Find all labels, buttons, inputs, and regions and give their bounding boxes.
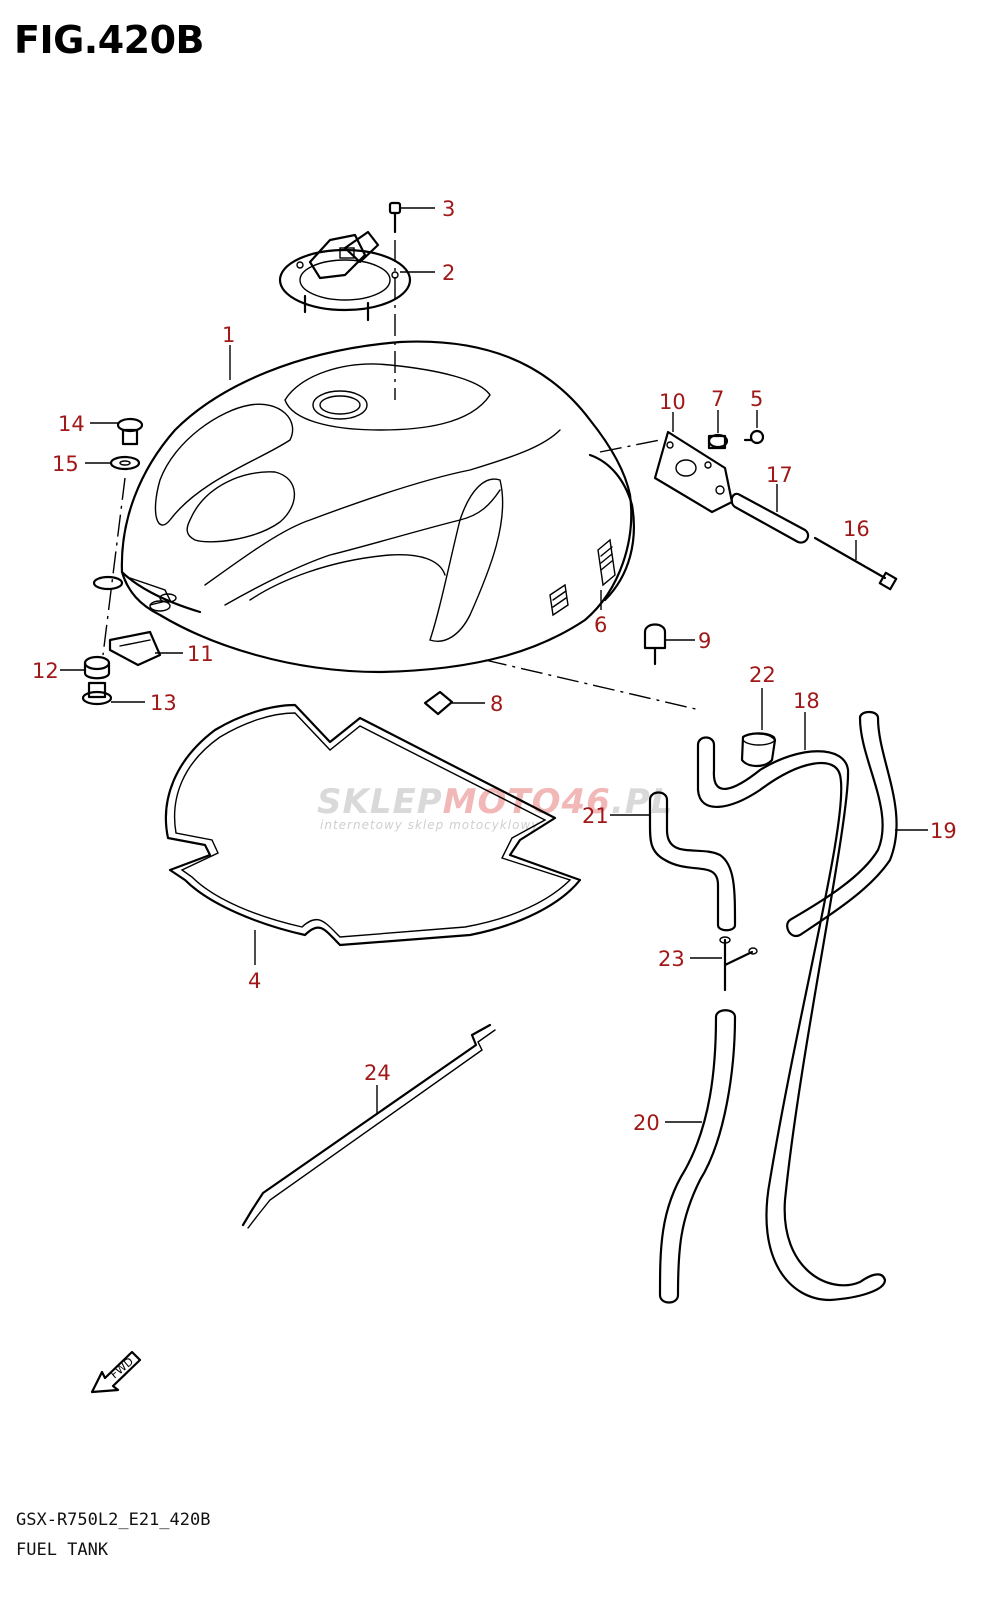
t-joint[interactable]: [719, 936, 758, 992]
rear-screw[interactable]: [743, 429, 765, 445]
callout-21: 21: [582, 804, 609, 828]
mount-collar[interactable]: [81, 681, 113, 706]
fuel-cap[interactable]: [278, 230, 412, 322]
callout-3: 3: [442, 197, 455, 221]
callout-23: 23: [658, 947, 685, 971]
callout-19: 19: [930, 819, 957, 843]
watermark-brand-accent: MOTO46: [442, 782, 611, 822]
callout-6: 6: [594, 613, 607, 637]
hose-clip[interactable]: [423, 690, 454, 716]
callout-15: 15: [52, 452, 79, 476]
callout-4: 4: [248, 969, 261, 993]
watermark-tagline: internetowy sklep motocyklowy: [320, 818, 540, 832]
callout-10: 10: [659, 390, 686, 414]
callout-16: 16: [843, 517, 870, 541]
section-name: FUEL TANK: [16, 1540, 109, 1560]
filler-neck-ring: [312, 390, 368, 420]
reflector-tab-upper: [597, 538, 616, 587]
callout-1: 1: [222, 323, 235, 347]
fwd-arrow-icon: FWD: [90, 1350, 142, 1394]
callout-8: 8: [490, 692, 503, 716]
mount-washer[interactable]: [109, 455, 141, 471]
support-rod[interactable]: [241, 1023, 492, 1227]
callout-12: 12: [32, 659, 59, 683]
watermark-brand-left: SKLEP: [317, 782, 443, 822]
callout-17: 17: [766, 463, 793, 487]
figure-title: FIG.420B: [14, 18, 205, 62]
breather-hose-short[interactable]: [786, 710, 898, 938]
rear-bracket[interactable]: [653, 430, 734, 514]
mount-bracket[interactable]: [108, 630, 162, 667]
model-code: GSX-R750L2_E21_420B: [16, 1510, 211, 1530]
callout-5: 5: [750, 387, 763, 411]
callout-2: 2: [442, 261, 455, 285]
watermark-brand: SKLEPMOTO46.PL: [317, 782, 673, 822]
drain-valve[interactable]: [643, 623, 667, 666]
callout-7: 7: [711, 387, 724, 411]
rear-nut[interactable]: [707, 433, 729, 450]
callout-20: 20: [633, 1111, 660, 1135]
drain-hose[interactable]: [658, 1009, 737, 1304]
callout-9: 9: [698, 629, 711, 653]
fuel-tank[interactable]: [120, 340, 635, 674]
reflector-tab-lower: [549, 583, 569, 617]
callout-24: 24: [364, 1061, 391, 1085]
hose-grommet[interactable]: [740, 732, 777, 768]
bolt-sleeve[interactable]: [730, 492, 810, 544]
tank-gasket[interactable]: [164, 703, 582, 947]
cap-bolt[interactable]: [388, 201, 402, 234]
mount-bolt[interactable]: [116, 417, 144, 446]
mount-cushion[interactable]: [83, 655, 111, 680]
callout-22: 22: [749, 663, 776, 687]
callout-18: 18: [793, 689, 820, 713]
rear-long-bolt[interactable]: [813, 536, 898, 591]
vent-hose[interactable]: [648, 791, 737, 932]
breather-hose-long[interactable]: [696, 736, 887, 1302]
callout-13: 13: [150, 691, 177, 715]
callout-14: 14: [58, 412, 85, 436]
callout-11: 11: [187, 642, 214, 666]
